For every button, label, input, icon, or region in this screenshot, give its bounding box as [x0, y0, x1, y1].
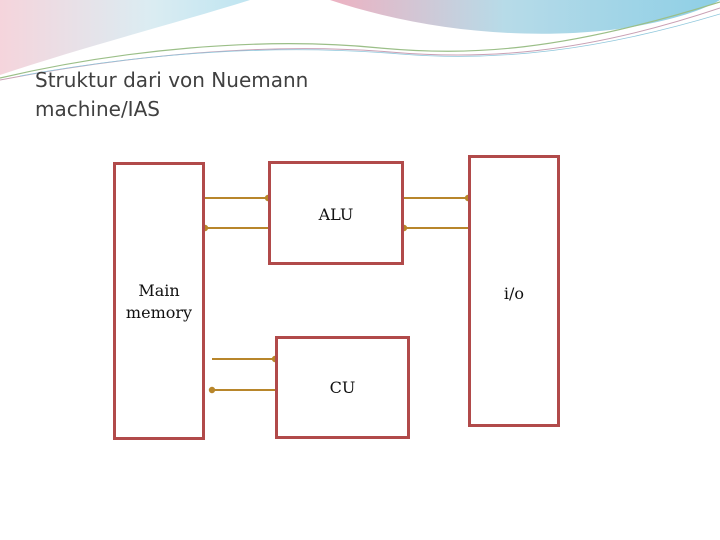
- slide-title: Struktur dari von Nuemann machine/IAS: [35, 68, 309, 121]
- alu-label: ALU: [318, 205, 354, 224]
- cu-label: CU: [329, 378, 356, 397]
- cu-block: CU: [275, 336, 410, 439]
- swoosh-band-left: [0, 0, 250, 75]
- connector-memory-cu-bottom-dot: [208, 386, 216, 394]
- top-swoosh-decoration: [0, 0, 720, 81]
- alu-block: ALU: [268, 161, 404, 265]
- main-memory-label: Main memory: [125, 281, 193, 322]
- main-memory-block: Main memory: [113, 162, 205, 440]
- io-block: i/o: [468, 155, 560, 427]
- io-label: i/o: [503, 284, 525, 303]
- swoosh-line-3: [19, 13, 720, 77]
- swoosh-band-main: [0, 0, 720, 34]
- swoosh-line-1: [0, 1, 720, 79]
